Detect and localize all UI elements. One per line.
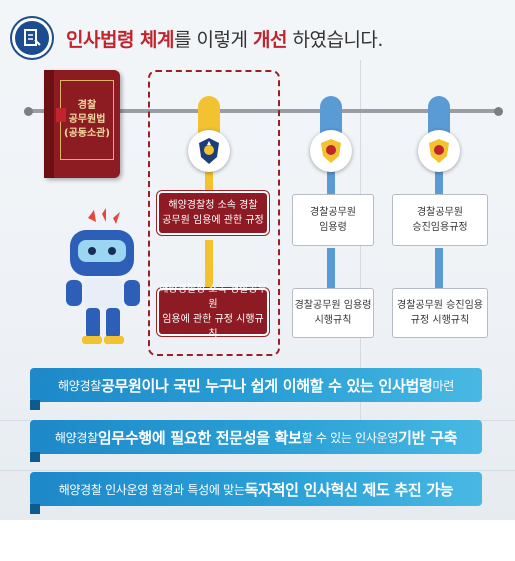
title-part4: 하였습니다. [286, 28, 384, 51]
police-emblem-icon [418, 130, 460, 172]
connector-yellow [205, 240, 213, 288]
book-line: 공무원법 [68, 114, 106, 125]
connector-yellow [205, 150, 213, 196]
banner-text: 마련 [432, 378, 454, 393]
background-line [0, 470, 515, 471]
regulation-box: 경찰공무원 임용령 [292, 194, 374, 246]
coast-guard-emblem-icon [188, 130, 230, 172]
benefit-banner: 해양경찰 공무원이나 국민 누구나 쉽게 이해할 수 있는 인사법령 마련 [30, 368, 482, 402]
page-title: 인사법령 체계를 이렇게 개선 하였습니다. [12, 18, 383, 58]
connector-blue [435, 248, 443, 290]
banner-highlight: 공무원이나 국민 누구나 쉽게 이해할 수 있는 인사법령 [101, 376, 433, 395]
regulation-box: 해양경찰청 소속 경찰 공무원 임용에 관한 규정 [159, 193, 267, 233]
banner-text: 할 수 있는 인사운영 [301, 430, 399, 445]
book-line: (공동소관) [64, 128, 110, 139]
banner-fold [30, 504, 40, 514]
banner-fold [30, 400, 40, 410]
title-part2: 를 이렇게 [174, 28, 253, 51]
title-part3: 개선 [253, 28, 287, 51]
connector-blue [435, 150, 443, 196]
document-icon [12, 18, 52, 58]
banner-text: 해양경찰 [54, 430, 98, 445]
book-spine [44, 70, 54, 178]
banner-fold [30, 452, 40, 462]
connector-blue [327, 150, 335, 196]
book-cover-text: 경찰 공무원법 (공동소관) [60, 80, 114, 160]
line-end-dot [24, 107, 33, 116]
rule-box: 해양경찰청 소속 경찰공무원 임용에 관한 규정 시행규칙 [159, 284, 267, 340]
banner-highlight: 기반 구축 [398, 428, 458, 447]
benefit-banner: 해양경찰 인사운영 환경과 특성에 맞는 독자적인 인사혁신 제도 추진 가능 [30, 472, 482, 506]
banner-highlight: 독자적인 인사혁신 제도 추진 가능 [244, 480, 454, 499]
banner-text: 해양경찰 인사운영 환경과 특성에 맞는 [58, 482, 245, 497]
book-line: 경찰 [77, 100, 97, 111]
line-end-dot [494, 107, 503, 116]
connector-blue [327, 248, 335, 290]
law-book: 경찰 공무원법 (공동소관) [44, 70, 120, 178]
banner-text: 해양경찰 [58, 378, 101, 393]
rule-box: 경찰공무원 임용령 시행규칙 [292, 288, 374, 338]
rule-box: 경찰공무원 승진임용 규정 시행규칙 [392, 288, 488, 338]
infographic-panel: 인사법령 체계를 이렇게 개선 하였습니다. 경찰 공무원법 (공동소관) 해양… [0, 0, 515, 520]
mascot-robot [58, 208, 148, 348]
hierarchy-line [28, 109, 498, 113]
benefit-banner: 해양경찰 임무수행에 필요한 전문성을 확보 할 수 있는 인사운영 기반 구축 [30, 420, 482, 454]
title-part1: 인사법령 체계 [66, 28, 175, 51]
police-emblem-icon [310, 130, 352, 172]
highlight-frame [148, 70, 280, 356]
regulation-box: 경찰공무원 승진임용규정 [392, 194, 488, 246]
banner-highlight: 임무수행에 필요한 전문성을 확보 [97, 428, 302, 447]
book-ribbon [56, 108, 66, 122]
